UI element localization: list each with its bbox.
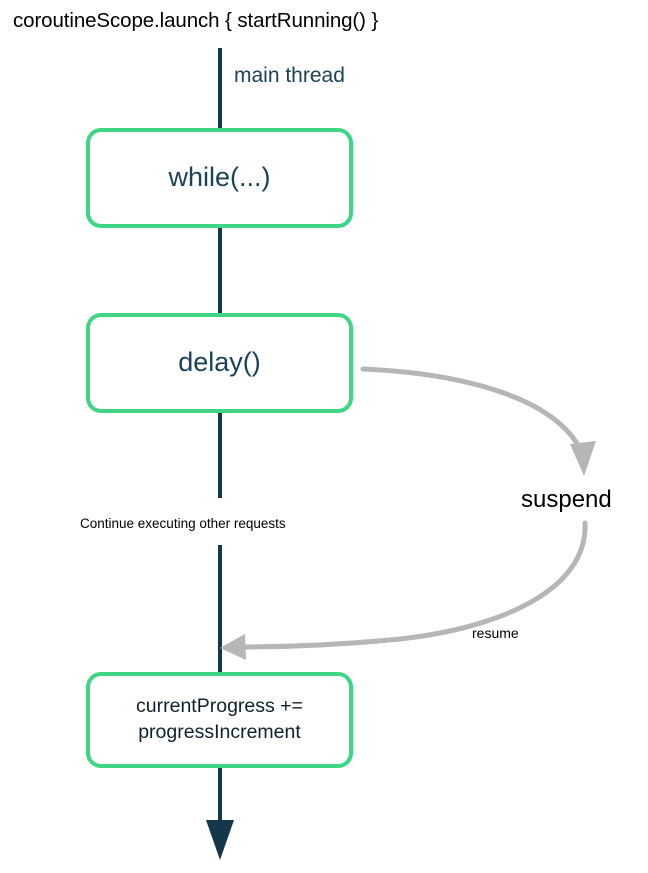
resume-arrowhead-icon — [220, 634, 246, 660]
resume-label: resume — [472, 625, 519, 641]
diagram-title: coroutineScope.launch { startRunning() } — [13, 9, 379, 32]
lifeline-segment-upper — [218, 48, 222, 498]
node-while-label: while(...) — [168, 162, 271, 193]
resume-arrow-curve — [235, 520, 588, 650]
suspend-label: suspend — [521, 486, 612, 513]
node-delay-label: delay() — [178, 347, 261, 378]
node-delay[interactable]: delay() — [86, 313, 353, 413]
suspend-arrow-curve — [360, 366, 586, 458]
continue-executing-note: Continue executing other requests — [80, 516, 286, 531]
node-progress-update[interactable]: currentProgress += progressIncrement — [86, 672, 353, 768]
lifeline-arrowhead-icon — [206, 820, 234, 860]
main-thread-label: main thread — [234, 64, 345, 87]
suspend-arrowhead-icon — [570, 441, 596, 476]
node-while[interactable]: while(...) — [86, 128, 353, 228]
node-progress-update-label: currentProgress += progressIncrement — [136, 695, 303, 743]
